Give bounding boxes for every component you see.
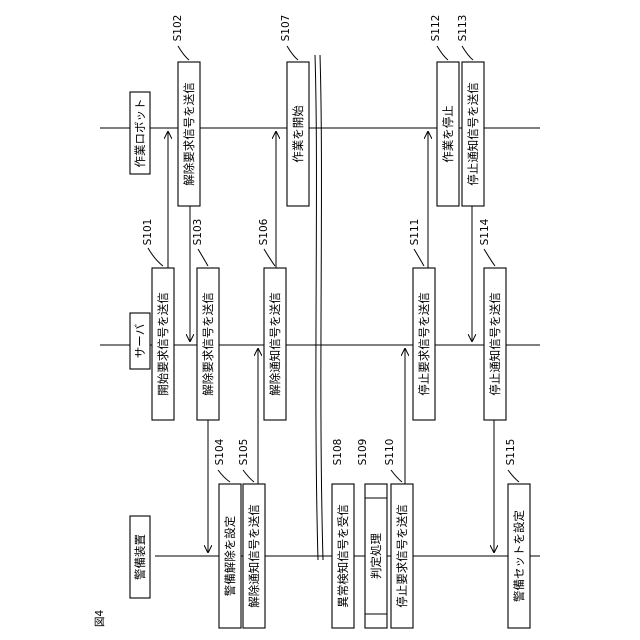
step-s110-id: S110	[384, 439, 396, 466]
step-s104-text: 警備解除を設定	[223, 515, 237, 596]
lane-alarm-label: 警備装置	[133, 534, 147, 580]
lane-server: サーバ	[130, 313, 150, 369]
step-s105-id: S105	[238, 439, 250, 466]
step-s107: 作業を開始 S107	[280, 15, 309, 206]
step-s113-id: S113	[457, 15, 469, 42]
lane-robot-label: 作業ロボット	[133, 99, 147, 168]
step-s105-text: 解除通知信号を送信	[247, 504, 261, 608]
step-s112-id: S112	[430, 15, 442, 42]
step-s109-id: S109	[357, 439, 369, 466]
step-s111-text: 停止要求信号を送信	[417, 292, 431, 396]
step-s115: 警備セットを設定 S115	[505, 439, 530, 628]
step-s108-id: S108	[332, 439, 344, 466]
step-s102-id: S102	[172, 15, 184, 42]
step-s114: 停止通知信号を送信 S114	[479, 218, 506, 420]
break-mark	[315, 55, 323, 560]
step-s104-id: S104	[214, 438, 226, 465]
step-s107-text: 作業を開始	[291, 105, 305, 163]
figure-label: 図4	[94, 610, 106, 627]
step-s112: 作業を停止 S112	[430, 15, 459, 206]
step-s102-text: 解除要求信号を送信	[182, 82, 196, 186]
step-s103-text: 解除要求信号を送信	[201, 292, 215, 396]
step-s112-text: 作業を停止	[441, 105, 455, 163]
step-s113-text: 停止通知信号を送信	[466, 82, 480, 186]
step-s109: 判定処理 S109	[357, 439, 387, 628]
lane-robot: 作業ロボット	[130, 92, 150, 174]
step-s106-id: S106	[258, 218, 270, 245]
lane-alarm: 警備装置	[130, 516, 150, 598]
step-s114-text: 停止通知信号を送信	[488, 292, 502, 396]
step-s108-text: 異常検知信号を受信	[336, 504, 350, 608]
lane-server-label: サーバ	[133, 323, 147, 358]
step-s110-text: 停止要求信号を送信	[395, 504, 409, 608]
step-s105: 解除通知信号を送信 S105	[238, 439, 265, 628]
step-s103-id: S103	[192, 219, 204, 246]
step-s110: 停止要求信号を送信 S110	[384, 439, 413, 628]
step-s113: 停止通知信号を送信 S113	[457, 15, 484, 206]
step-s106-text: 解除通知信号を送信	[268, 292, 282, 396]
step-s101-id: S101	[142, 219, 154, 246]
step-s102: 解除要求信号を送信 S102	[172, 15, 200, 206]
step-s115-text: 警備セットを設定	[512, 510, 526, 602]
step-s106: 解除通知信号を送信 S106	[258, 218, 286, 420]
step-s107-id: S107	[280, 15, 292, 42]
step-s108: 異常検知信号を受信 S108	[332, 439, 354, 628]
step-s111-id: S111	[409, 219, 421, 246]
step-s101-text: 開始要求信号を送信	[156, 292, 170, 396]
step-s111: 停止要求信号を送信 S111	[409, 219, 435, 420]
step-s115-id: S115	[505, 439, 517, 466]
step-s114-id: S114	[479, 218, 491, 245]
step-s104: 警備解除を設定 S104	[214, 438, 241, 628]
step-s103: 解除要求信号を送信 S103	[192, 219, 219, 420]
step-s109-text: 判定処理	[369, 533, 383, 579]
